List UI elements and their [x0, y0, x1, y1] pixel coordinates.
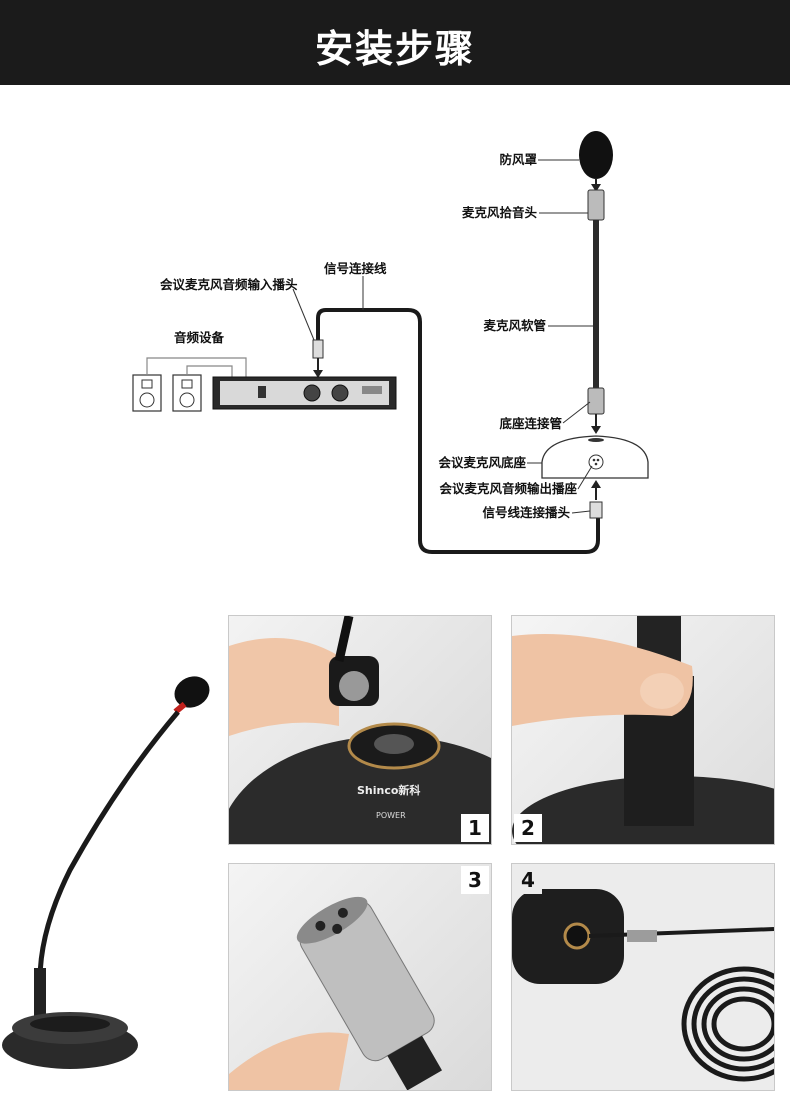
label-audio-equipment: 音频设备 — [174, 330, 225, 345]
step-2-badge: 2 — [514, 814, 542, 842]
windscreen-icon — [579, 131, 613, 179]
label-mic-head: 麦克风拾音头 — [462, 205, 538, 220]
wiring-diagram: 防风罩 麦克风拾音头 信号连接线 会议麦克风音频输入播头 音频设备 麦克风软管 … — [0, 85, 790, 605]
tube-arrow-head — [591, 426, 601, 434]
step-2-illustration — [512, 616, 774, 844]
signal-cable-plug-icon — [589, 501, 603, 519]
page-title: 安装步骤 — [314, 27, 475, 71]
audio-bracket-line — [146, 357, 247, 380]
wiring-diagram-svg: 防风罩 麦克风拾音头 信号连接线 会议麦克风音频输入播头 音频设备 麦克风软管 … — [132, 131, 649, 554]
windscreen-arrow-head — [591, 184, 601, 192]
mic-base-icon — [541, 435, 649, 479]
label-windscreen: 防风罩 — [499, 152, 537, 167]
step-1-illustration — [229, 616, 491, 844]
speaker-right-icon — [172, 374, 202, 412]
label-mic-base: 会议麦克风底座 — [438, 455, 526, 470]
step-1-photo: Shinco新科 POWER 1 — [228, 615, 492, 845]
output-socket-icon — [588, 454, 604, 470]
product-microphone-image — [0, 650, 220, 1090]
step-1-badge: 1 — [461, 814, 489, 842]
gooseneck-icon — [593, 220, 599, 390]
leader-line — [577, 465, 593, 490]
base-top-hole — [588, 438, 604, 442]
label-base-connector-tube: 底座连接管 — [499, 416, 562, 431]
step-1-brand-text: Shinco新科 — [357, 784, 421, 797]
step-3-illustration — [229, 896, 442, 1090]
leader-line — [571, 510, 591, 514]
input-plug-icon — [312, 339, 324, 359]
step-3-badge: 3 — [461, 866, 489, 894]
leader-line — [292, 288, 315, 341]
speaker-left-icon — [132, 374, 162, 412]
step-1-power-text: POWER — [376, 811, 406, 820]
base-connector-tube-icon — [587, 387, 605, 415]
signal-cable-line — [316, 308, 600, 554]
label-signal-cable: 信号连接线 — [324, 261, 387, 276]
plug-arrow-head — [313, 370, 323, 378]
page-header: 安装步骤 — [0, 0, 790, 85]
label-gooseneck: 麦克风软管 — [483, 318, 546, 333]
amplifier-icon — [212, 376, 397, 410]
step-4-badge: 4 — [514, 866, 542, 894]
product-microphone-svg — [2, 676, 210, 1069]
label-signal-cable-plug: 信号线连接播头 — [482, 505, 570, 520]
socket-arrow-head — [591, 480, 601, 488]
step-2-photo: 2 — [511, 615, 775, 845]
step-4-photo: 4 — [511, 863, 775, 1091]
leader-line — [562, 401, 591, 424]
label-audio-input-plug: 会议麦克风音频输入播头 — [160, 277, 298, 292]
mic-head-icon — [587, 189, 605, 221]
label-output-socket: 会议麦克风音频输出播座 — [439, 481, 577, 496]
step-4-illustration — [512, 889, 774, 1082]
step-3-photo: 3 — [228, 863, 492, 1091]
audio-bracket-line-2 — [186, 365, 233, 380]
